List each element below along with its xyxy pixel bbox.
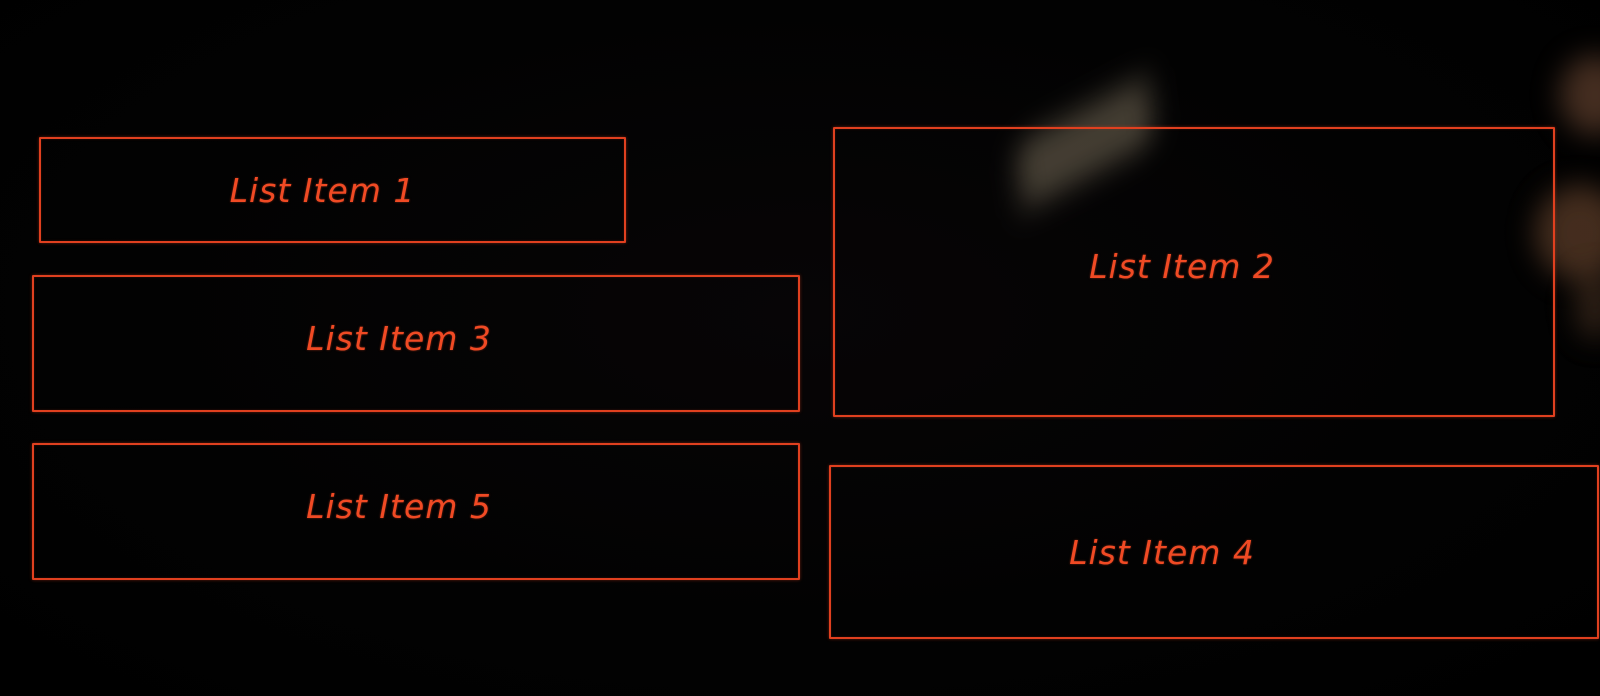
list-item-3-label: List Item 3 xyxy=(306,319,492,358)
list-item-2-box: List Item 2 xyxy=(833,127,1555,417)
list-item-1-label: List Item 1 xyxy=(229,170,416,210)
list-item-1-box: List Item 1 xyxy=(39,137,626,243)
light-smudge xyxy=(1575,270,1600,340)
light-smudge xyxy=(1560,55,1600,135)
list-item-5-label: List Item 5 xyxy=(306,487,492,526)
list-item-5-box: List Item 5 xyxy=(32,443,800,580)
light-smudge xyxy=(1535,185,1600,280)
list-item-4-box: List Item 4 xyxy=(829,465,1599,639)
list-item-4-label: List Item 4 xyxy=(1069,532,1255,572)
list-item-3-box: List Item 3 xyxy=(32,275,800,412)
list-item-2-label: List Item 2 xyxy=(1089,246,1275,286)
